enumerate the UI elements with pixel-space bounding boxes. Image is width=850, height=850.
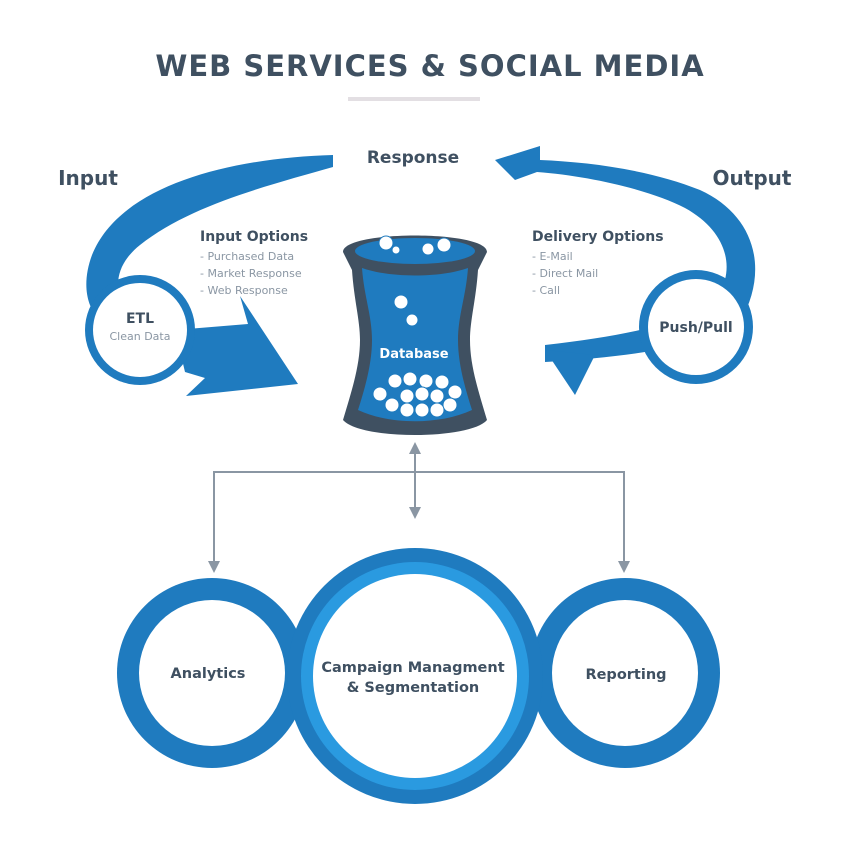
delivery-option-item: - Direct Mail [532, 267, 598, 280]
input-option-item: - Purchased Data [200, 250, 294, 263]
page-title: WEB SERVICES & SOCIAL MEDIA [155, 49, 704, 83]
campaign-label-line2: & Segmentation [347, 680, 480, 696]
database-label: Database [379, 347, 448, 362]
reporting-label: Reporting [585, 667, 666, 683]
connector-to-reporting [415, 471, 630, 573]
output-label: Output [713, 166, 792, 190]
analytics-node: Analytics [117, 578, 307, 768]
delivery-option-item: - E-Mail [532, 250, 573, 263]
analytics-label: Analytics [171, 666, 246, 682]
database-icon: Database [343, 235, 487, 435]
response-label: Response [367, 148, 459, 168]
connector-to-analytics [208, 471, 415, 573]
output-swoosh-arrow [495, 146, 756, 395]
campaign-node: Campaign Managment & Segmentation [287, 548, 543, 804]
input-options-heading: Input Options [200, 229, 308, 245]
input-options: Input Options - Purchased Data - Market … [200, 229, 308, 297]
push-pull-node: Push/Pull [639, 270, 753, 384]
push-pull-label: Push/Pull [659, 320, 732, 336]
title-divider [348, 97, 480, 101]
connectors [208, 442, 630, 573]
etl-sublabel: Clean Data [110, 330, 171, 343]
reporting-node: Reporting [530, 578, 720, 768]
campaign-label-line1: Campaign Managment [321, 660, 504, 676]
input-label: Input [58, 166, 118, 190]
etl-node: ETL Clean Data [85, 275, 195, 385]
input-option-item: - Market Response [200, 267, 302, 280]
delivery-options-heading: Delivery Options [532, 229, 664, 245]
input-option-item: - Web Response [200, 284, 288, 297]
etl-label: ETL [126, 311, 154, 327]
delivery-option-item: - Call [532, 284, 560, 297]
delivery-options: Delivery Options - E-Mail - Direct Mail … [532, 229, 664, 297]
